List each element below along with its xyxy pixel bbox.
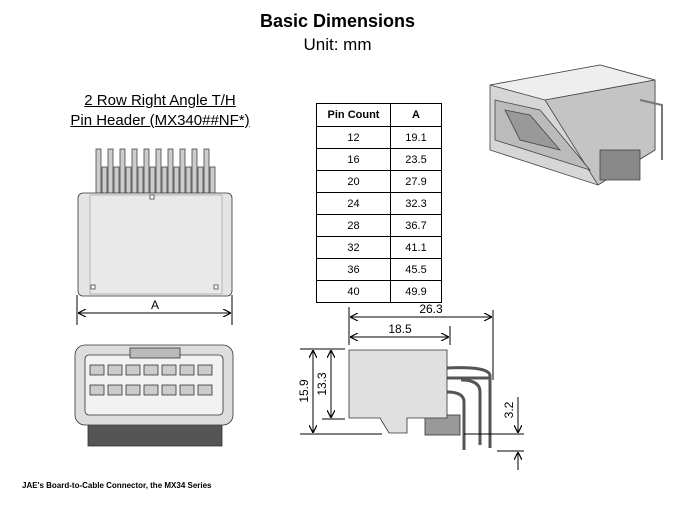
dim-13-3: 13.3 bbox=[315, 372, 329, 396]
side-dimensions bbox=[300, 307, 524, 470]
dim-3-2: 3.2 bbox=[502, 401, 516, 418]
unit-label: Unit: mm bbox=[303, 35, 372, 54]
header-pin-count: Pin Count bbox=[316, 103, 391, 127]
product-title-line1: 2 Row Right Angle T/H bbox=[84, 92, 236, 109]
a-value: 45.5 bbox=[390, 258, 442, 281]
product-title-line2: Pin Header (MX340##NF*) bbox=[70, 112, 250, 129]
page-title: Basic Dimensions bbox=[259, 11, 416, 31]
side-view-drawing bbox=[348, 349, 492, 450]
a-value: 49.9 bbox=[390, 280, 442, 303]
a-value: 32.3 bbox=[390, 192, 442, 215]
dim-18-5: 18.5 bbox=[388, 322, 412, 336]
a-value: 41.1 bbox=[390, 236, 442, 259]
connector-3d-image bbox=[489, 64, 663, 186]
dim-26-3: 26.3 bbox=[419, 302, 443, 316]
dim-15-9: 15.9 bbox=[297, 379, 311, 403]
dimension-a bbox=[76, 295, 233, 325]
mating-face-drawing bbox=[74, 344, 234, 447]
footer-text: JAE's Board-to-Cable Connector, the MX34… bbox=[22, 481, 212, 490]
dimension-a-label: A bbox=[151, 298, 159, 312]
a-value: 27.9 bbox=[390, 170, 442, 193]
pin-count: 36 bbox=[316, 258, 391, 281]
front-view-drawing bbox=[77, 148, 233, 297]
